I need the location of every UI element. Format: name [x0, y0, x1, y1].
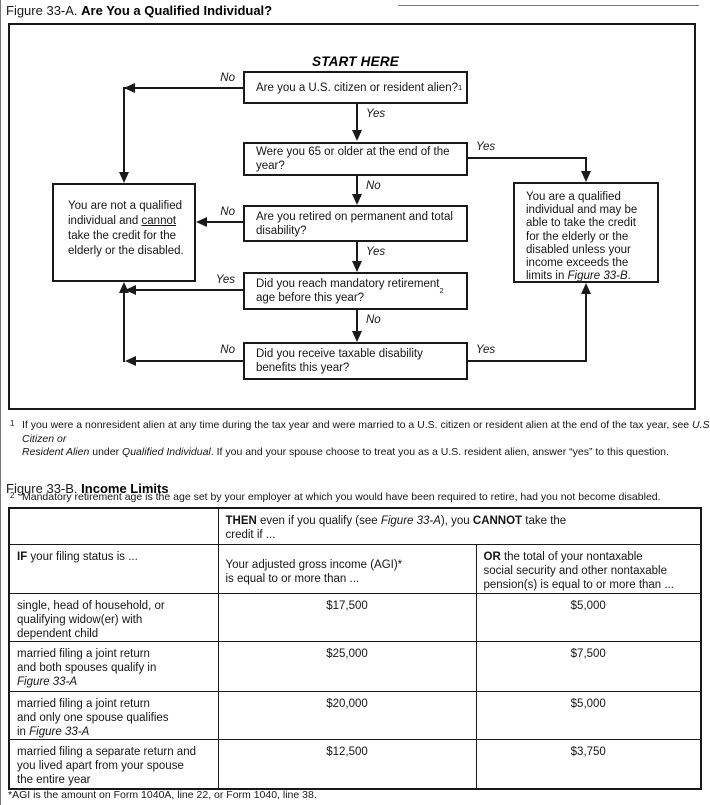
label-no-q5: No: [220, 344, 235, 356]
figure-a-title: Figure 33-A. Are You a Qualified Individ…: [6, 3, 272, 18]
then-header-cell: THEN even if you qualify (see Figure 33-…: [217, 507, 702, 545]
pension-amount-cell: $5,000: [475, 592, 702, 642]
label-yes-q4: Yes: [215, 274, 235, 286]
table-header-row-1: THEN even if you qualify (see Figure 33-…: [8, 507, 702, 545]
figure-b-heading: Income Limits: [81, 481, 169, 496]
arrowhead-q1-no-left: [124, 83, 135, 93]
label-no-q3: No: [220, 206, 235, 218]
arrowhead-into-not-qualified-bottom: [119, 282, 129, 293]
footnote-1-marker: 1: [10, 419, 15, 428]
figure-b-label: Figure 33-B.: [6, 481, 78, 496]
arrowhead-q5-no-left: [125, 356, 136, 366]
arrowhead-into-q3: [352, 194, 362, 205]
connector-q3-yes-vertical: [356, 242, 358, 261]
pension-amount-cell: $7,500: [475, 640, 702, 692]
agi-amount-cell: $12,500: [217, 738, 477, 790]
income-limits-table: THEN even if you qualify (see Figure 33-…: [8, 507, 702, 790]
question-box-citizen: Are you a U.S. citizen or resident alien…: [243, 71, 468, 104]
agi-amount-cell: $25,000: [217, 640, 477, 692]
agi-header-cell: Your adjusted gross income (AGI)*is equa…: [217, 543, 477, 594]
arrowhead-into-q2: [352, 130, 362, 141]
connector-q1-no-vertical: [123, 87, 125, 172]
arrowhead-into-not-qualified-right: [196, 217, 207, 227]
footnote-2-text: Mandatory retirement age is the age set …: [22, 490, 661, 503]
connector-q1-yes-vertical: [356, 104, 358, 131]
figure-a-heading: Are You a Qualified Individual?: [81, 3, 273, 18]
connector-q4-yes-horizontal: [134, 289, 243, 291]
start-here-label: START HERE: [311, 54, 399, 69]
label-yes-q3: Yes: [366, 246, 386, 258]
arrowhead-into-not-qualified-top: [119, 172, 129, 183]
table-header-row-2: IF your filing status is ... Your adjust…: [8, 543, 702, 594]
pension-amount-cell: $5,000: [475, 690, 702, 740]
arrowhead-into-qualified-top: [581, 171, 591, 182]
page-edge-line-left: [0, 0, 1, 805]
label-yes-q1: Yes: [366, 108, 386, 120]
agi-amount-cell: $17,500: [217, 592, 477, 642]
connector-q3-no-horizontal: [206, 221, 243, 223]
if-filing-status-header-cell: IF your filing status is ...: [8, 543, 219, 594]
connector-q1-no-horizontal: [124, 87, 243, 89]
arrowhead-q4-yes-left: [125, 285, 136, 295]
figure-b-title: Figure 33-B. Income Limits: [6, 481, 169, 496]
footnote-1: 1 If you were a nonresident alien at any…: [8, 419, 710, 460]
arrowhead-into-q5: [352, 331, 362, 342]
page-edge-line-top: [398, 5, 699, 6]
arrowhead-into-qualified-bottom: [581, 283, 591, 294]
label-no-q4: No: [366, 314, 381, 326]
label-yes-q2: Yes: [476, 141, 496, 153]
connector-left-trunk-vertical: [123, 292, 125, 362]
connector-q2-yes-vertical: [585, 157, 587, 171]
connector-q5-no-horizontal: [134, 360, 243, 362]
label-no-q2: No: [366, 180, 381, 192]
footnote-2: 2 Mandatory retirement age is the age se…: [8, 491, 710, 505]
connector-q4-no-vertical: [356, 310, 358, 331]
connector-q5-yes-horizontal: [468, 360, 587, 362]
footnote-1-text: If you were a nonresident alien at any t…: [22, 419, 710, 458]
agi-amount-cell: $20,000: [217, 690, 477, 740]
arrowhead-into-q4: [352, 261, 362, 272]
figure-a-label: Figure 33-A.: [6, 3, 78, 18]
label-no-q1: No: [220, 72, 235, 84]
footnote-2-marker: 2: [10, 490, 15, 500]
connector-q2-no-vertical: [356, 176, 358, 194]
label-yes-q5: Yes: [476, 344, 496, 356]
empty-header-cell: [8, 507, 219, 545]
connector-q2-yes-horizontal: [468, 157, 587, 159]
connector-right-trunk-vertical: [585, 294, 587, 362]
table-footnote-agi: *AGI is the amount on Form 1040A, line 2…: [8, 789, 317, 801]
pension-amount-cell: $3,750: [475, 738, 702, 790]
